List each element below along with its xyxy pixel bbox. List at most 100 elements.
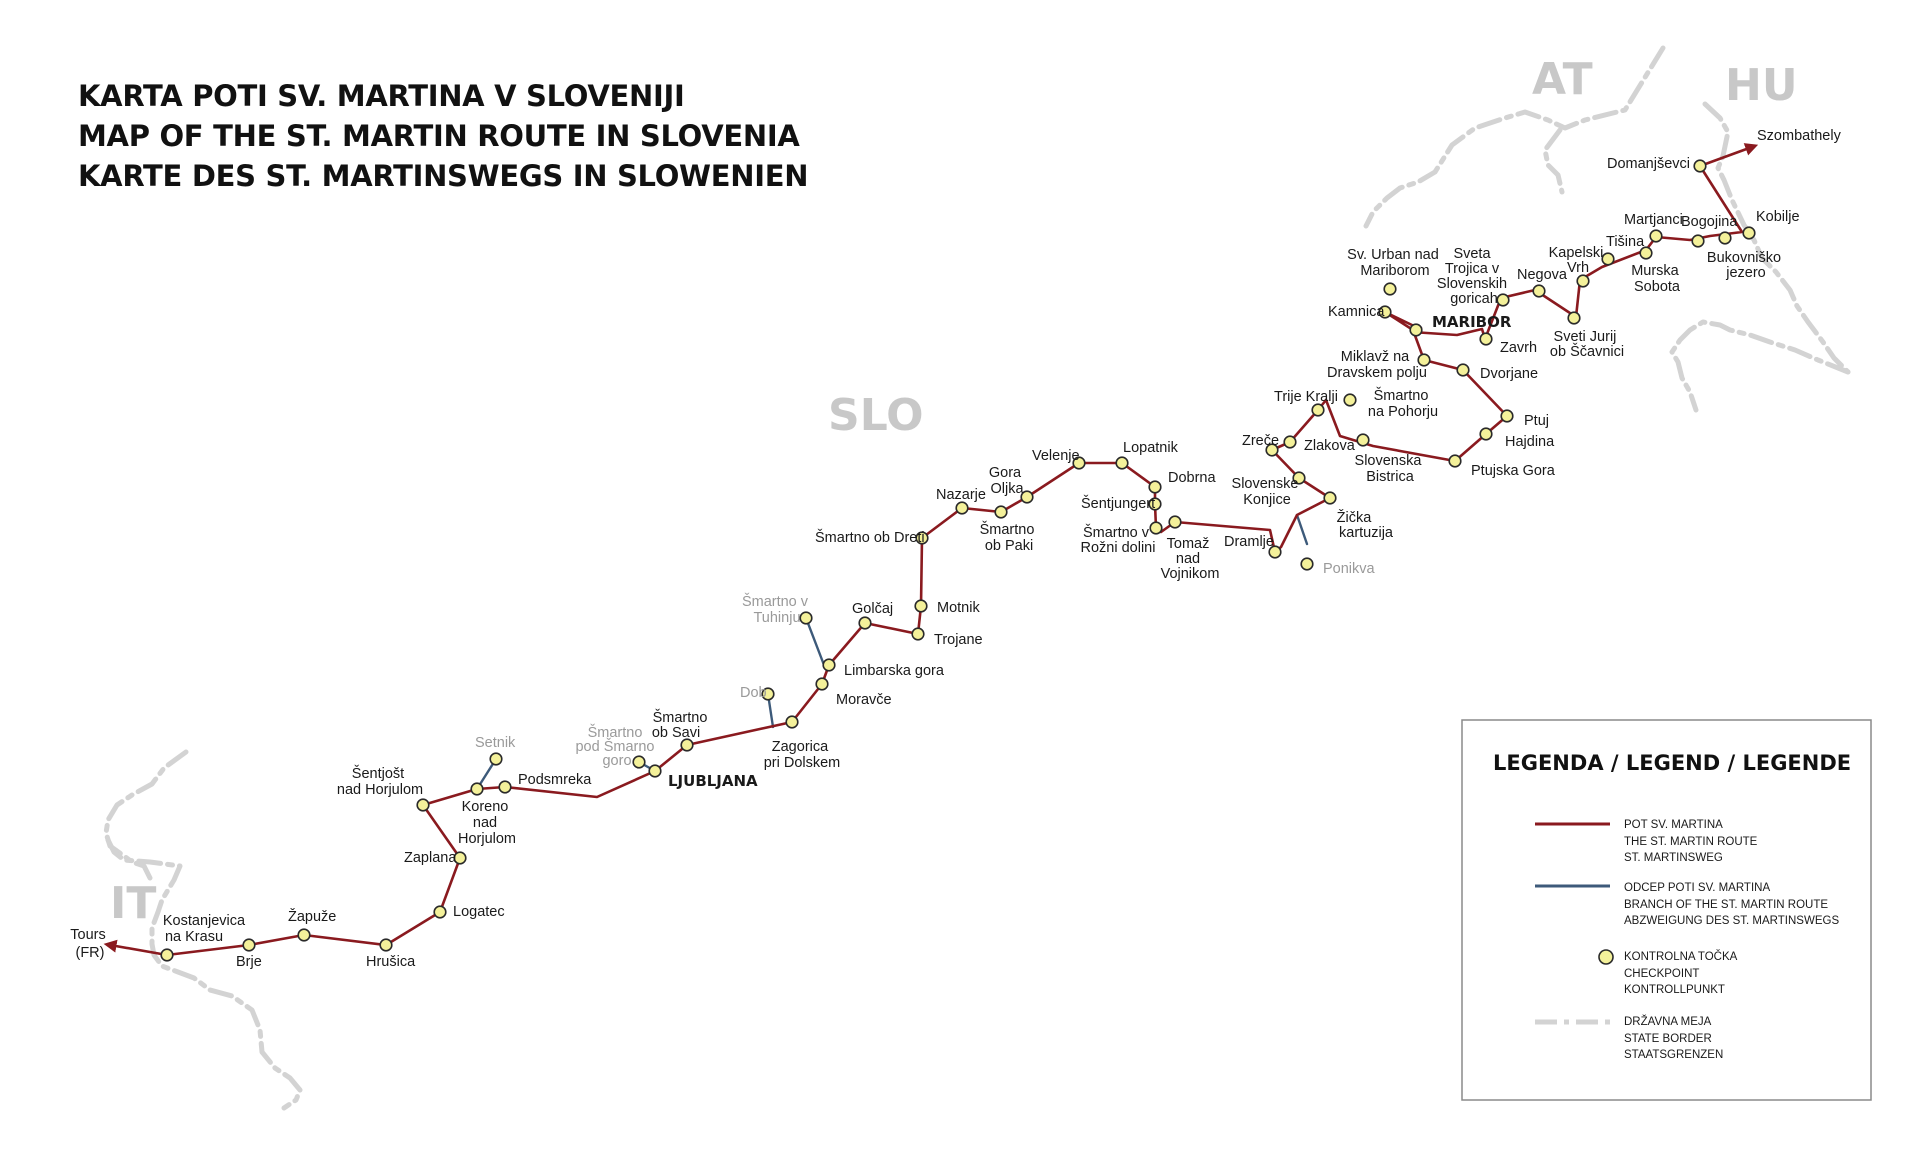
label-zagorica: Zagorica pri Dolskem — [764, 739, 841, 771]
label-zrece: Zreče — [1242, 433, 1279, 449]
checkpoint-bukovnisko — [1718, 231, 1732, 245]
checkpoint-kobilje — [1742, 226, 1756, 240]
label-szombathely: Szombathely — [1757, 128, 1842, 144]
checkpoint-ponikva — [1300, 557, 1314, 571]
label-zavrh: Zavrh — [1500, 340, 1537, 356]
checkpoint-sveti-jurij — [1567, 311, 1581, 325]
checkpoint-kapelski-vrh — [1576, 274, 1590, 288]
checkpoint-murska-sobota — [1639, 246, 1653, 260]
label-moravce: Moravče — [836, 692, 892, 708]
checkpoint-negova — [1532, 284, 1546, 298]
label-zicka: Žička kartuzija — [1337, 509, 1394, 541]
checkpoint-setnik — [489, 752, 503, 766]
label-zlakova: Zlakova — [1304, 438, 1356, 454]
label-kapelski-vrh: Kapelski Vrh — [1549, 245, 1608, 276]
label-martjanci: Martjanci — [1624, 212, 1683, 228]
label-golcaj: Golčaj — [852, 601, 893, 617]
checkpoint-logatec — [433, 905, 447, 919]
label-smartno-tuhinju: Šmartno v Tuhinju — [742, 593, 812, 626]
checkpoint-zlakova — [1283, 435, 1297, 449]
label-brje: Brje — [236, 954, 262, 970]
label-trojane: Trojane — [934, 632, 983, 648]
route-west-to-tours — [103, 939, 169, 957]
checkpoint-gora-oljka — [1020, 490, 1034, 504]
checkpoint-dvorjane — [1456, 363, 1470, 377]
country-labels: SLO AT HU IT — [110, 54, 1798, 929]
checkpoint-sv-urban — [1383, 282, 1397, 296]
checkpoint-zavrh — [1479, 332, 1493, 346]
checkpoint-smartno-tuhinju — [799, 611, 813, 625]
label-ptujska-gora: Ptujska Gora — [1471, 463, 1556, 479]
label-koreno: Koreno nad Horjulom — [458, 799, 516, 847]
branch-ponikva — [1295, 513, 1309, 546]
border-hu — [1702, 101, 1851, 375]
label-miklavz: Miklavž na Dravskem polju — [1327, 349, 1427, 381]
label-gora-oljka: Gora Oljka — [989, 465, 1025, 497]
checkpoint-maribor — [1409, 323, 1423, 337]
label-lopatnik: Lopatnik — [1123, 440, 1179, 456]
country-label-it: IT — [110, 878, 156, 929]
checkpoint-nazarje — [955, 501, 969, 515]
checkpoint-dob — [761, 687, 775, 701]
route-main — [165, 164, 1744, 957]
checkpoint-sentjungert — [1148, 497, 1162, 511]
label-zaplana: Zaplana — [404, 850, 457, 866]
checkpoint-tomaz — [1168, 515, 1182, 529]
checkpoint-smartno-dreti — [915, 531, 929, 545]
checkpoint-zaplana — [453, 851, 467, 865]
label-negova: Negova — [1517, 267, 1568, 283]
legend-route-text: POT SV. MARTINA THE ST. MARTIN ROUTE ST.… — [1624, 819, 1761, 864]
label-smartno-pohorju: Šmartno na Pohorju — [1368, 387, 1438, 420]
title-line-de: KARTE DES ST. MARTINSWEGS IN SLOWENIEN — [78, 159, 808, 193]
label-kostanjevica: Kostanjevica na Krasu — [163, 913, 249, 945]
checkpoint-brje — [242, 938, 256, 952]
label-dvorjane: Dvorjane — [1480, 366, 1538, 382]
label-smartno-savi: Šmartno ob Savi — [652, 709, 712, 741]
checkpoint-martjanci — [1649, 229, 1663, 243]
label-hrusica: Hrušica — [366, 954, 416, 970]
label-trije-kralji: Trije Kralji — [1274, 389, 1338, 405]
label-tours: Tours (FR) — [70, 927, 110, 961]
label-nazarje: Nazarje — [936, 487, 986, 503]
border-hr-east — [1669, 319, 1851, 413]
legend-branch-text: ODCEP POTI SV. MARTINA BRANCH OF THE ST.… — [1624, 882, 1839, 927]
checkpoint-koreno — [470, 782, 484, 796]
checkpoint-ptuj — [1500, 409, 1514, 423]
checkpoint-zicka — [1323, 491, 1337, 505]
label-smartno-rozni: Šmartno v Rožni dolini — [1081, 524, 1156, 556]
label-tomaz: Tomaž nad Vojnikom — [1161, 536, 1220, 582]
legend-border-text: DRŽAVNA MEJA STATE BORDER STAATSGRENZEN — [1624, 1015, 1723, 1061]
checkpoint-sveta-trojica — [1496, 293, 1510, 307]
label-slovenska-bistrica: Slovenska Bistrica — [1355, 453, 1426, 485]
label-sentjungert: Šentjungert — [1081, 495, 1155, 512]
label-sv-urban: Sv. Urban nad Mariborom — [1347, 247, 1443, 279]
checkpoint-smartno-rozni — [1149, 521, 1163, 535]
checkpoint-kostanjevica — [160, 948, 174, 962]
main-route — [103, 143, 1759, 957]
checkpoint-trije-kralji — [1311, 403, 1325, 417]
label-dob: Dob — [740, 685, 767, 701]
checkpoint-slovenska-bistrica — [1356, 433, 1370, 447]
checkpoint-podsmreka — [498, 780, 512, 794]
label-ptuj: Ptuj — [1524, 413, 1549, 429]
checkpoint-zrece — [1265, 443, 1279, 457]
checkpoint-hajdina — [1479, 427, 1493, 441]
label-smartno-smarno: Šmartno pod Šmarno goro — [575, 724, 658, 769]
label-logatec: Logatec — [453, 904, 505, 920]
label-dramlje: Dramlje — [1224, 534, 1274, 550]
checkpoint-trojane — [911, 627, 925, 641]
checkpoint-ljubljana — [648, 764, 662, 778]
label-smartno-paki: Šmartno ob Paki — [980, 521, 1039, 554]
label-podsmreka: Podsmreka — [518, 772, 592, 788]
route-to-szombathely — [1698, 143, 1759, 168]
checkpoint-moravce — [815, 677, 829, 691]
place-labels: Tours (FR) Kostanjevica na Krasu Brje Ža… — [70, 128, 1841, 970]
border-it-north — [103, 749, 189, 881]
label-ljubljana: LJUBLJANA — [668, 772, 758, 790]
label-smartno-dreti: Šmartno ob Dreti — [815, 529, 925, 546]
checkpoint-hrusica — [379, 938, 393, 952]
checkpoint-smartno-pohorju — [1343, 393, 1357, 407]
label-sveta-trojica: Sveta Trojica v Slovenskih goricah — [1437, 246, 1511, 307]
checkpoint-velenje — [1072, 456, 1086, 470]
checkpoint-zapuze — [297, 928, 311, 942]
